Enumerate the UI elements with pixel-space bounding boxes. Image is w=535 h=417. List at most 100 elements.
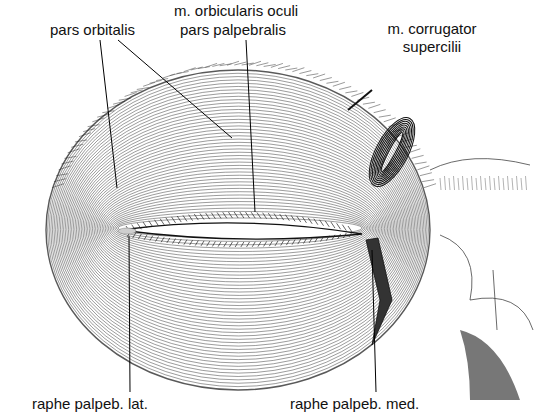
lash (308, 218, 312, 224)
lash (234, 212, 238, 218)
hair-stroke (292, 68, 304, 72)
lash (173, 239, 176, 244)
lash (224, 242, 227, 247)
medial-raphe (366, 238, 392, 345)
muscle-fibre (73, 126, 404, 333)
muscle-fibre (75, 129, 403, 329)
muscle-fibre (68, 116, 408, 343)
leader-line (246, 40, 255, 212)
lash (338, 234, 341, 239)
lash (285, 215, 289, 221)
hair-stroke (412, 155, 424, 158)
lash (303, 239, 306, 244)
skin-stroke (521, 178, 522, 190)
muscle-fibre (100, 182, 378, 275)
hair-stroke (333, 82, 345, 86)
lash (298, 239, 301, 244)
lash (275, 241, 278, 246)
lash (297, 216, 301, 222)
muscle-fibre (81, 142, 397, 315)
lash (133, 233, 136, 238)
hair-stroke (150, 80, 162, 83)
hair-stroke (177, 72, 189, 74)
corrugator-fibre (360, 111, 424, 193)
lash (321, 236, 324, 241)
corrugator-fibre (372, 124, 412, 181)
hair-stroke (249, 61, 261, 65)
muscle-fibre (49, 77, 427, 384)
muscle-fibre (113, 208, 366, 248)
leader-line (100, 40, 117, 188)
muscle-fibre (105, 192, 374, 265)
muscle-name: m. orbicularis oculi (172, 2, 300, 20)
muscle-fibre (54, 86, 422, 373)
muscle-fibre (88, 156, 391, 303)
lash (325, 221, 329, 227)
lash (263, 213, 267, 219)
lash (241, 242, 244, 247)
hair-stroke (306, 74, 318, 76)
skin-stroke (503, 178, 504, 190)
muscle-fibre (94, 169, 385, 289)
muscle-fibre (59, 96, 418, 363)
muscle-fibre (99, 179, 380, 279)
lash (201, 241, 204, 246)
skin-stroke (481, 176, 482, 190)
corrugator-fibre (379, 131, 405, 173)
skin-stroke (445, 176, 446, 190)
lash (149, 221, 153, 227)
muscle-fibres (46, 70, 430, 390)
palpebral-fissure (120, 223, 362, 239)
muscle-fibre (92, 165, 386, 292)
muscle-fibre (110, 202, 370, 255)
lash (268, 213, 272, 219)
muscle-fibre (67, 113, 411, 346)
lateral-raphe (118, 228, 136, 234)
muscle-fibre (115, 211, 365, 244)
skin-stroke (440, 178, 441, 190)
lash (160, 219, 164, 225)
lash (172, 217, 176, 223)
hair-stroke (184, 68, 196, 72)
corrugator-origin (348, 90, 372, 110)
lash (258, 242, 261, 247)
hair-stroke (326, 81, 338, 83)
hair-stroke (351, 92, 363, 96)
raphe-name: raphe palpeb. med. (288, 395, 421, 413)
skin-stroke (467, 178, 468, 190)
hair-stroke (363, 102, 375, 104)
muscle-fibre (51, 80, 426, 380)
lash (314, 219, 318, 225)
lash (211, 213, 215, 219)
lash (150, 236, 153, 241)
lash (143, 222, 147, 228)
muscle-fibre (104, 188, 376, 268)
lash (292, 240, 295, 245)
lash (274, 214, 278, 220)
corrugator-fibre (365, 116, 420, 188)
lash (207, 241, 210, 246)
hair-stroke (417, 166, 429, 170)
lash (252, 242, 255, 247)
skin-stroke (517, 176, 518, 190)
hair-stroke (424, 184, 436, 188)
nose-outline (430, 159, 533, 400)
lash (138, 234, 141, 239)
part-name: pars orbitalis (48, 21, 137, 39)
leader-line (118, 40, 232, 138)
muscle-fibre (112, 205, 368, 252)
lash (144, 235, 147, 240)
nose-line (430, 159, 530, 170)
skin-stroke (499, 176, 500, 190)
muscle-fibre (97, 175, 381, 282)
hair-stroke (320, 78, 332, 81)
lash (229, 242, 232, 247)
hair-stroke (256, 63, 268, 66)
hair-stroke (205, 63, 217, 67)
nose-line (440, 235, 533, 330)
lash (320, 220, 324, 226)
hair-stroke (198, 67, 210, 69)
leader-line (129, 236, 130, 392)
muscle-fibre (48, 73, 429, 386)
